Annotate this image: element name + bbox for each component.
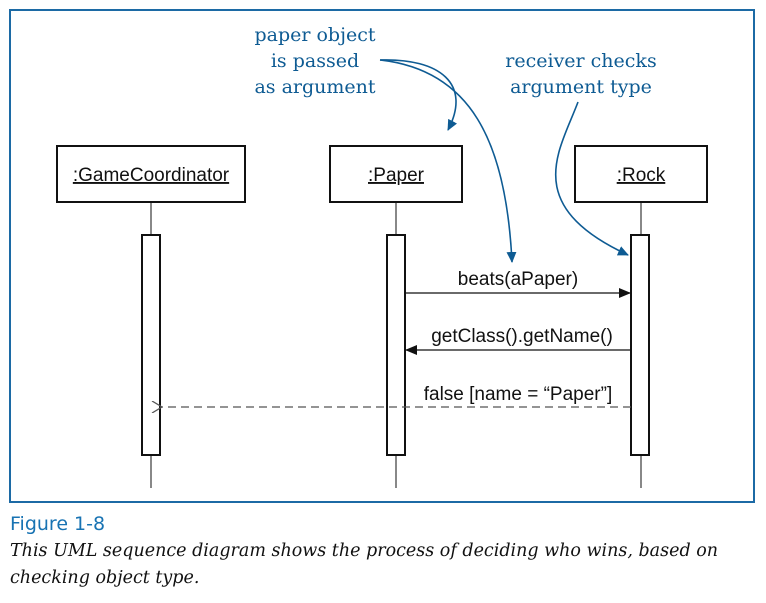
message-label-beats: beats(aPaper)	[458, 269, 578, 290]
note-paper-passed-line-1: paper object	[254, 24, 375, 46]
message-return-false: false [name = “Paper”]	[162, 384, 631, 407]
object-label-game-coordinator: :GameCoordinator	[73, 165, 230, 186]
message-beats: beats(aPaper)	[405, 269, 631, 298]
object-box-rock	[574, 145, 708, 203]
figure-caption-block: Figure 1-8 This UML sequence diagram sho…	[10, 511, 760, 592]
activation-bar-paper	[386, 234, 406, 456]
object-box-game-coordinator	[56, 145, 246, 203]
object-label-rock: :Rock	[617, 165, 666, 186]
activation-bar-rock	[630, 234, 650, 456]
note-paper-passed-line-2: is passed	[271, 50, 359, 72]
message-get-class-name: getClass().getName()	[405, 326, 631, 355]
object-box-paper	[329, 145, 463, 203]
note-paper-passed-line-3: as argument	[254, 76, 375, 98]
note-receiver-checks-line-1: receiver checks	[505, 50, 656, 72]
lifeline-game-coordinator: :GameCoordinator	[56, 145, 246, 488]
note-arrow-to-rock	[554, 101, 629, 256]
activation-bar-game-coordinator	[141, 234, 161, 456]
object-label-paper: :Paper	[368, 165, 425, 186]
figure-caption-text: This UML sequence diagram shows the proc…	[10, 541, 719, 588]
lifeline-rock: :Rock	[574, 145, 708, 488]
message-label-get-class-name: getClass().getName()	[431, 326, 613, 347]
lifeline-paper: :Paper	[329, 145, 463, 488]
message-label-return-false: false [name = “Paper”]	[424, 384, 613, 405]
note-arrow-to-paper	[379, 59, 458, 131]
note-receiver-checks-line-2: argument type	[510, 76, 652, 98]
note-arrow-to-beats	[379, 59, 517, 263]
note-paper-passed: paper object is passed as argument	[254, 24, 517, 263]
figure-number: Figure 1-8	[10, 513, 106, 535]
sequence-diagram: :GameCoordinator :Paper :Rock beats(aPap…	[9, 9, 755, 503]
note-receiver-checks: receiver checks argument type	[505, 50, 657, 256]
